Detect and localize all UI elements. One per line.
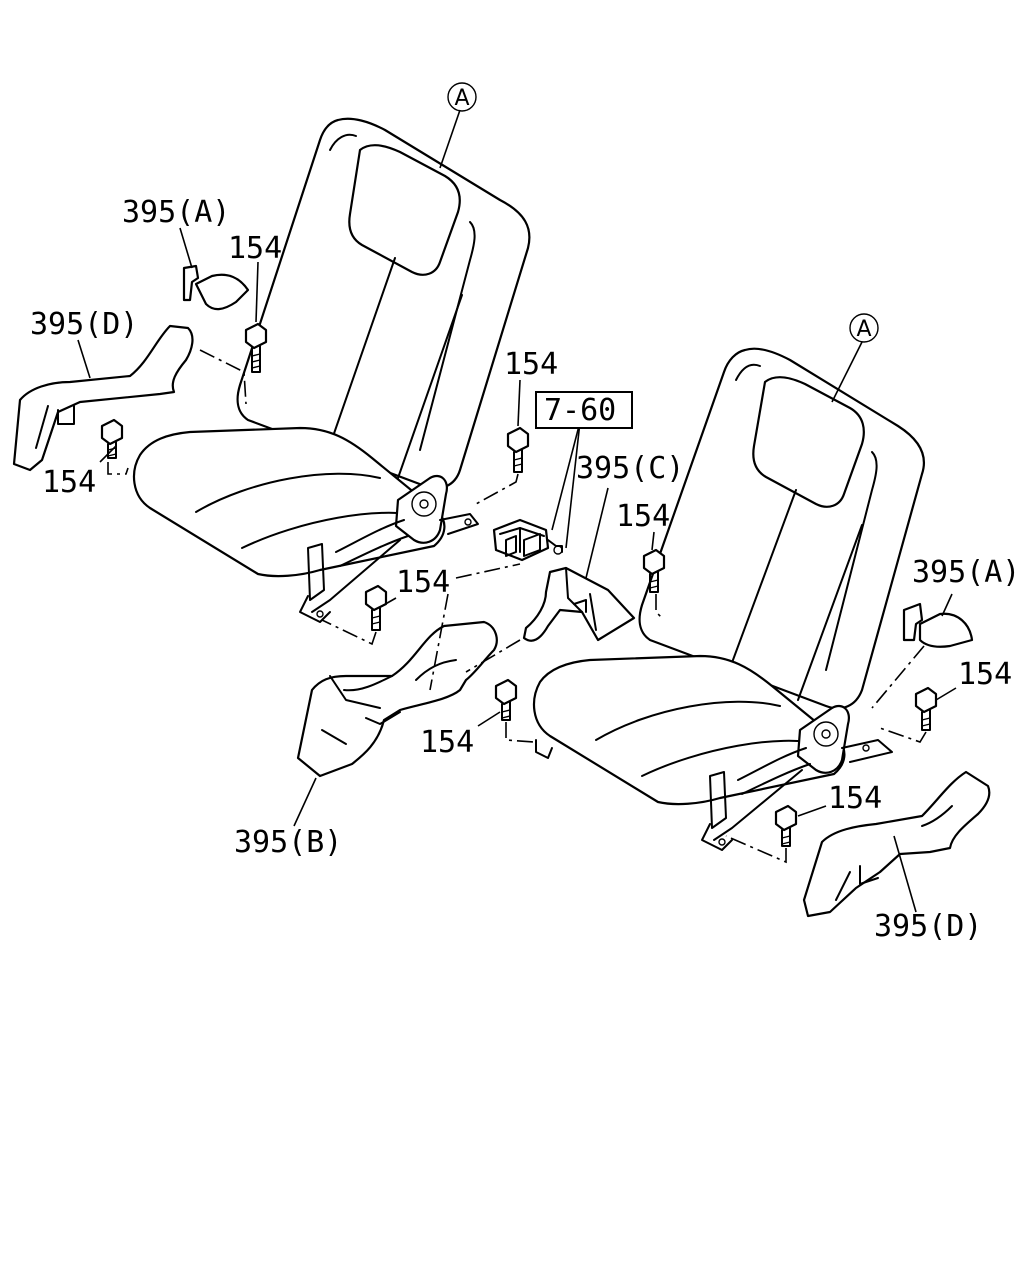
label-395a-right: 395(A) bbox=[912, 555, 1020, 590]
label-154-mid-top: 154 bbox=[504, 347, 558, 382]
bolt-154-left bbox=[100, 418, 124, 459]
left-seat bbox=[133, 117, 531, 623]
ref-a-right: A bbox=[856, 317, 871, 342]
bolt-154-center bbox=[364, 584, 388, 631]
label-395d-right: 395(D) bbox=[874, 909, 982, 944]
cover-395a-right bbox=[902, 602, 974, 648]
label-154-lower-mid: 154 bbox=[420, 725, 474, 760]
cover-395b bbox=[296, 620, 498, 778]
bolt-154-top bbox=[244, 322, 268, 373]
bolt-154-right-low bbox=[774, 804, 798, 847]
label-395c: 395(C) bbox=[576, 451, 684, 486]
leader-lines bbox=[77, 109, 957, 913]
label-154-center: 154 bbox=[396, 565, 450, 600]
label-154-right: 154 bbox=[958, 657, 1012, 692]
ref-box-label: 7-60 bbox=[544, 393, 616, 428]
label-154-right-low: 154 bbox=[828, 781, 882, 816]
circle-callout-left: A bbox=[447, 82, 477, 112]
bolt-154-mid-top bbox=[506, 426, 530, 473]
bolt-154-right bbox=[914, 686, 938, 731]
label-154-left: 154 bbox=[42, 465, 96, 500]
cover-395d-left bbox=[12, 324, 194, 472]
label-395d-left: 395(D) bbox=[30, 307, 138, 342]
seatbelt-buckle bbox=[492, 518, 563, 562]
label-154-top: 154 bbox=[228, 231, 282, 266]
label-395a-left: 395(A) bbox=[122, 195, 230, 230]
ref-box-7-60: 7-60 bbox=[535, 391, 633, 429]
bolt-154-lower-mid bbox=[494, 678, 518, 721]
right-seat bbox=[533, 347, 925, 851]
ref-a-left: A bbox=[454, 86, 469, 111]
circle-callout-right: A bbox=[849, 313, 879, 343]
label-154-right-top: 154 bbox=[616, 499, 670, 534]
label-395b: 395(B) bbox=[234, 825, 342, 860]
cover-395a-left bbox=[182, 264, 250, 311]
bolt-154-right-top bbox=[642, 548, 666, 593]
cover-395c bbox=[522, 566, 636, 642]
